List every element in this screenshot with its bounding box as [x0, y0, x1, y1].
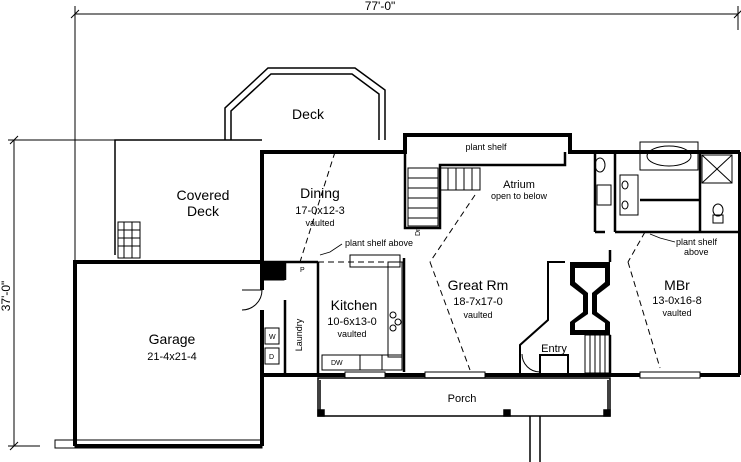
- plant-shelf-mbr-label-line2: above: [684, 247, 709, 257]
- stair-down-label: Dn: [415, 227, 422, 236]
- mbr-size: 13-0x16-8: [652, 295, 702, 307]
- plant-shelf-top-label: plant shelf: [465, 142, 507, 152]
- dining-label: Dining: [300, 185, 340, 201]
- kitchen-note: vaulted: [337, 329, 366, 339]
- covered-deck-label-line2: Deck: [187, 203, 220, 219]
- dryer-label: D: [269, 354, 274, 361]
- deck-label: Deck: [292, 106, 325, 122]
- kitchen-label: Kitchen: [331, 297, 378, 313]
- overall-width-label: 77'-0": [365, 0, 396, 13]
- mbr-label: MBr: [664, 277, 690, 293]
- garage-door-swing: [241, 289, 263, 311]
- closet-hatching: [261, 261, 611, 374]
- porch: [317, 377, 611, 462]
- covered-deck-label-line1: Covered: [177, 187, 230, 203]
- plant-shelf-mbr-label-line1: plant shelf: [676, 237, 718, 247]
- dining-note: vaulted: [305, 218, 334, 228]
- kitchen-counters: [321, 254, 403, 371]
- pantry-label: P: [300, 267, 305, 274]
- garage-label: Garage: [149, 331, 196, 347]
- deck-outline: [114, 67, 386, 255]
- dining-size: 17-0x12-3: [295, 205, 345, 217]
- mbr-note: vaulted: [662, 308, 691, 318]
- atrium-note: open to below: [491, 191, 548, 201]
- entry-label: Entry: [541, 343, 567, 355]
- entry-walls: [519, 261, 569, 376]
- overall-depth-label: 37'-0": [0, 281, 13, 312]
- width-dimension: [70, 6, 741, 260]
- garage-size: 21-4x21-4: [147, 351, 197, 363]
- deck-stairs: [117, 221, 141, 259]
- fireplace: [570, 262, 610, 335]
- great-room-label: Great Rm: [448, 277, 509, 293]
- entry-door: [521, 353, 541, 373]
- annotation-leaders: [319, 233, 676, 256]
- laundry-appliances: [264, 327, 280, 365]
- washer-label: W: [269, 334, 276, 341]
- great-room-note: vaulted: [463, 310, 492, 320]
- bath-fixtures: [594, 141, 733, 224]
- laundry-label: Laundry: [294, 318, 304, 351]
- porch-label: Porch: [448, 393, 477, 405]
- great-room-size: 18-7x17-0: [453, 296, 503, 308]
- depth-dimension: [8, 135, 230, 451]
- dishwasher-label: DW: [331, 360, 343, 367]
- garage-door: [54, 439, 263, 449]
- stairs: [407, 167, 481, 227]
- plant-shelf-dining-label: plant shelf above: [345, 238, 413, 248]
- atrium-label: Atrium: [503, 179, 535, 191]
- kitchen-size: 10-6x13-0: [327, 316, 377, 328]
